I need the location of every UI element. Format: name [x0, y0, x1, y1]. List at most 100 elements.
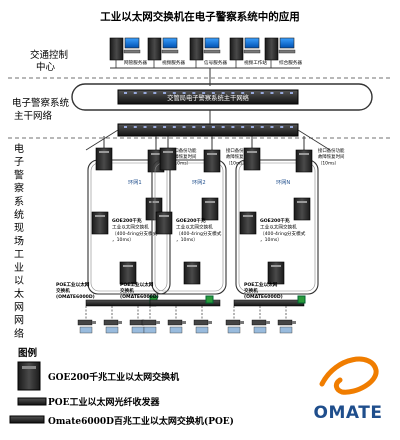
- goe200-switch: [95, 147, 113, 171]
- goe200-switch: [243, 147, 261, 171]
- section-backbone-line2: 主干网络: [14, 110, 53, 122]
- section-field-char: 电: [14, 142, 24, 155]
- goe200-switch-panel: [123, 265, 133, 267]
- goe200-switch-panel: [149, 201, 159, 203]
- section-field-char: 网: [14, 315, 24, 327]
- section-control-line1: 交通控制: [30, 49, 68, 61]
- section-control-line2: 中心: [36, 61, 56, 73]
- goe200-switch-panel: [243, 215, 253, 217]
- legend-title: 图例: [18, 347, 37, 359]
- poe-label-line: 交换机: [56, 287, 70, 294]
- poe-label-line: POE工业以太网: [56, 281, 90, 288]
- goe200-switch: [295, 149, 313, 173]
- server-keyboard: [243, 49, 261, 54]
- switch-port: [260, 92, 264, 94]
- recovery-note-line: （10ms）: [170, 160, 191, 166]
- switch-port: [250, 92, 254, 94]
- field-network: 环网1接口备份功能故障恢复时间（10ms）GOE200千兆工业以太网交换机（40…: [56, 129, 345, 334]
- diagram-title: 工业以太网交换机在电子警察系统中的应用: [100, 10, 300, 23]
- switch-port: [192, 126, 196, 128]
- omate-logo: OMATE: [314, 356, 382, 423]
- switch-port: [270, 126, 274, 128]
- ring-label: 环网2: [192, 179, 206, 186]
- section-backbone-line1: 电子警察系统: [12, 97, 70, 109]
- switch-port: [260, 126, 264, 128]
- goe200-switch-panel: [297, 201, 307, 203]
- field-ring-outer: [151, 159, 227, 295]
- switch-port: [124, 92, 127, 94]
- camera-unit: [169, 326, 183, 334]
- goe200-switch: [267, 261, 285, 285]
- goe200-switch: [155, 211, 173, 235]
- switch-port: [143, 92, 147, 94]
- goe200-switch: [239, 211, 257, 235]
- switch-port: [280, 126, 284, 128]
- switch-port: [221, 92, 225, 94]
- server-keyboard: [161, 49, 179, 54]
- camera-unit: [105, 326, 119, 334]
- goe-note-line: GOE200千兆: [260, 217, 290, 224]
- recovery-note-line: 接口备份功能: [318, 147, 345, 154]
- server-keyboard: [278, 49, 296, 54]
- server-label: 视频工作站: [244, 59, 267, 66]
- server-tower: [189, 37, 204, 61]
- backbone-ring: [71, 83, 373, 111]
- switch-port: [270, 92, 274, 94]
- section-field-char: 工: [14, 250, 24, 261]
- poe-label-line: (OMATE6000D): [120, 294, 159, 300]
- goe-note-line: 工业以太网交换机: [260, 223, 297, 230]
- section-field-char: 察: [14, 182, 24, 195]
- section-field-char: 现: [14, 222, 24, 234]
- core-to-ring-link: [297, 129, 331, 151]
- field-camera: [225, 319, 241, 326]
- camera-unit: [227, 326, 241, 334]
- section-field-char: 太: [14, 287, 24, 300]
- recovery-note-line: 故障恢复时间: [170, 153, 196, 160]
- ring-label: 环网1: [128, 179, 142, 186]
- omate6000d-switch: [85, 299, 157, 307]
- camera-lens: [118, 321, 122, 324]
- goe200-switch: [183, 261, 201, 285]
- core-switch-ports: [124, 126, 293, 128]
- poe-label-line: (OMATE6000D): [56, 294, 95, 300]
- goe-note-line: GOE200千兆: [112, 217, 142, 224]
- server-tower: [229, 37, 244, 61]
- field-ring-inner: [154, 162, 224, 292]
- server-monitor: [204, 37, 220, 49]
- section-field-char: 警: [14, 168, 24, 181]
- goe200-switch: [203, 149, 221, 173]
- server-label: 信号服务器: [204, 59, 227, 66]
- server-tower: [147, 37, 162, 61]
- goe200-switch-panel: [271, 265, 281, 267]
- poe-label-line: (OMATE6000D): [244, 294, 283, 300]
- switch-port: [280, 92, 284, 94]
- poe-label-line: POE工业以太网: [120, 281, 154, 288]
- camera-unit: [195, 326, 209, 334]
- switch-port: [143, 126, 147, 128]
- camera-lens: [208, 321, 212, 324]
- omate-logo-swoosh: [319, 356, 379, 395]
- field-camera: [251, 319, 267, 326]
- core-switch: [117, 123, 299, 137]
- switch-port: [133, 92, 137, 94]
- omate6000d-switch: [149, 299, 221, 307]
- camera-lens: [266, 321, 270, 324]
- goe200-switch-panel: [247, 151, 257, 153]
- field-camera: [103, 319, 119, 326]
- switch-port: [182, 126, 186, 128]
- section-field-char: 统: [14, 208, 24, 221]
- core-to-ring-link: [85, 129, 119, 151]
- goe200-switch-panel: [99, 151, 109, 153]
- field-camera: [193, 319, 209, 326]
- server-keyboard: [123, 49, 141, 54]
- recovery-note-line: 故障恢复时间: [318, 153, 344, 160]
- switch-port: [202, 92, 206, 94]
- goe-note-line: （400-4ring分支模式: [260, 230, 306, 237]
- backbone-ring-label: 交管局电子警察系统主干网络: [167, 93, 250, 102]
- field-ring-outer: [235, 159, 319, 295]
- server-label: 综合服务器: [279, 59, 302, 66]
- section-field-char: 业: [14, 262, 24, 274]
- switch-port: [153, 92, 157, 94]
- server-tower: [109, 37, 124, 61]
